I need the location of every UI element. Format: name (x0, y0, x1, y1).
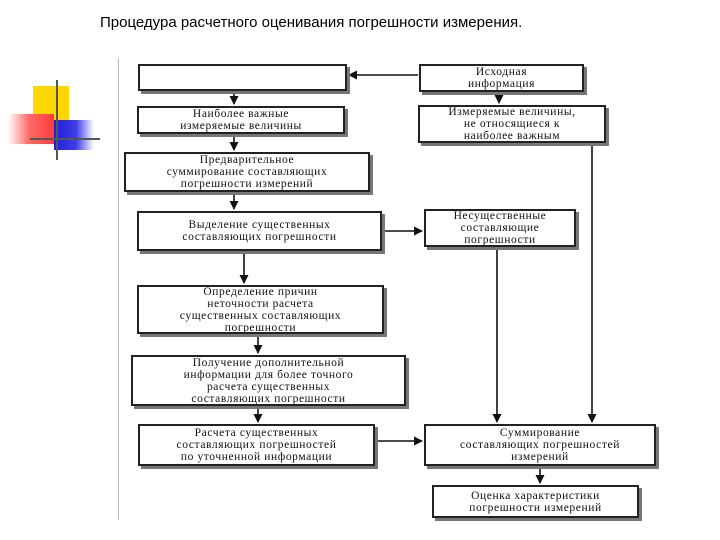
decorative-emblem (0, 80, 110, 160)
summation-box: Суммирование составляющих погрешностей и… (424, 424, 656, 466)
nonessential-components-box: Несущественные составляющие погрешности (424, 209, 576, 247)
error-estimate-box: Оценка характеристики погрешности измере… (432, 485, 639, 518)
blue-square (54, 120, 94, 150)
refined-calculation-box: Расчета существенных составляющих погреш… (138, 424, 375, 466)
page-title: Процедура расчетного оценивания погрешно… (100, 14, 523, 31)
source-info-box: Исходная информация (419, 64, 584, 92)
emblem-horizontal-line (30, 138, 100, 140)
not-important-quantities-box: Измеряемые величины, не относящиеся к на… (418, 105, 606, 143)
emblem-vertical-line (56, 80, 58, 160)
preliminary-summation-box: Предварительное суммирование составляющи… (124, 152, 370, 192)
important-quantities-box: Наиболее важные измеряемые величины (137, 106, 345, 134)
divider-line (118, 58, 119, 520)
essential-components-box: Выделение существенных составляющих погр… (137, 211, 382, 251)
empty-top-box (138, 64, 347, 91)
cause-determination-box: Определение причин неточности расчета су… (137, 285, 384, 334)
additional-info-box: Получение дополнительной информации для … (131, 355, 406, 406)
